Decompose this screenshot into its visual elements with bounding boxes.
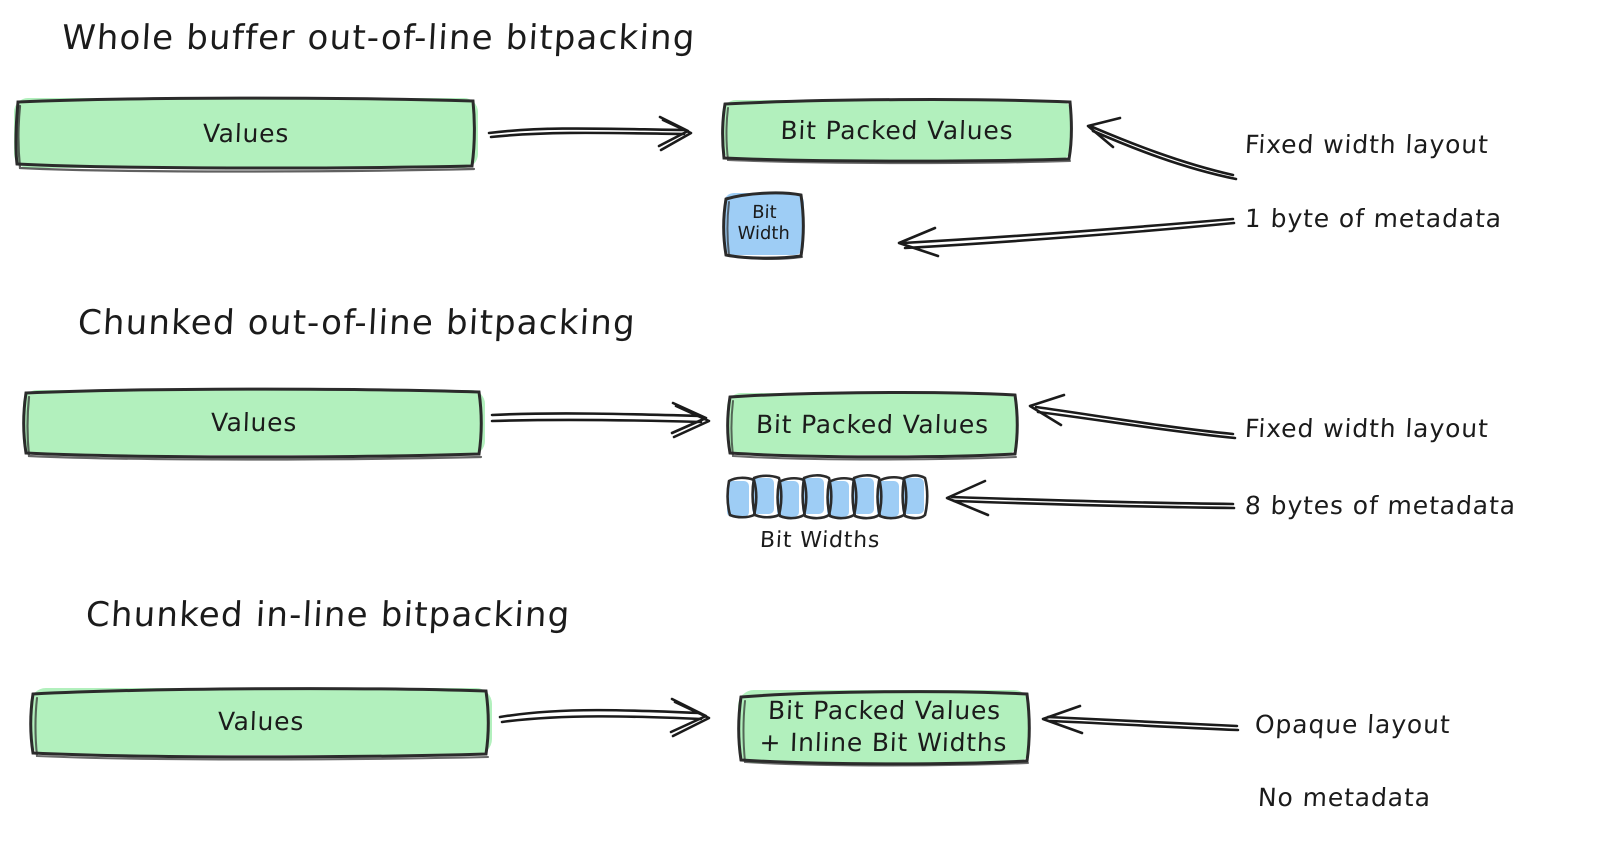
bit-packed-values-box-3-label: Bit Packed Values+ Inline Bit Widths: [737, 695, 1031, 759]
bit-width-chunk-fill: [877, 481, 899, 517]
bit-width-box-1-label-line2: Width: [737, 223, 791, 244]
bit-widths-strip[interactable]: [727, 477, 927, 517]
values-box-1[interactable]: Values: [14, 96, 478, 173]
bit-width-chunk-fill: [777, 481, 799, 517]
values-box-2[interactable]: Values: [22, 387, 485, 461]
annotation-opaque-layout-3: Opaque layout: [1254, 710, 1452, 739]
bit-packed-values-box-1-fill: [722, 100, 1072, 160]
bit-packed-values-box-1[interactable]: Bit Packed Values: [721, 98, 1073, 165]
values-box-2-outline: [22, 387, 483, 461]
leader-fixed-width-2: [1028, 393, 1237, 440]
values-box-1-fill: [14, 98, 478, 168]
bit-width-chunk[interactable]: [827, 481, 849, 517]
bit-packed-values-box-1-outline: [721, 98, 1073, 165]
bit-packed-values-box-2-label: Bit Packed Values: [755, 409, 990, 439]
bit-width-box-1-outline: [722, 191, 805, 261]
bit-width-chunk-fill: [852, 478, 874, 514]
annotation-no-metadata-3: No metadata: [1257, 783, 1432, 812]
bit-packed-values-box-3-fill: [738, 690, 1030, 763]
bit-packed-values-box-3[interactable]: Bit Packed Values+ Inline Bit Widths: [737, 690, 1031, 767]
bit-width-chunk-fill: [827, 481, 849, 517]
annotation-fixed-width-2: Fixed width layout: [1244, 414, 1490, 443]
values-box-1-outline: [14, 96, 476, 173]
bit-width-chunk[interactable]: [727, 481, 749, 517]
values-box-2-fill: [23, 390, 485, 455]
leader-metadata-1: [897, 217, 1236, 258]
arrow-values-to-packed-2: [490, 401, 711, 439]
bit-width-chunk[interactable]: [852, 478, 874, 514]
bit-packed-values-box-2[interactable]: Bit Packed Values: [726, 391, 1019, 461]
values-box-3[interactable]: Values: [29, 687, 492, 761]
leader-fixed-width-1: [1086, 116, 1238, 181]
bit-width-chunk[interactable]: [902, 478, 924, 514]
bit-width-box-1-label-line1: Bit: [751, 202, 777, 224]
section-title-1: Whole buffer out-of-line bitpacking: [60, 18, 697, 58]
values-box-2-label: Values: [210, 408, 298, 437]
bit-width-chunk[interactable]: [802, 478, 824, 514]
annotation-metadata-2: 8 bytes of metadata: [1244, 491, 1517, 520]
arrow-values-to-packed-3: [498, 697, 711, 738]
values-box-3-outline: [29, 687, 490, 761]
bit-width-chunk-fill: [802, 478, 824, 514]
bit-width-chunk-fill: [752, 478, 774, 514]
annotation-fixed-width-1: Fixed width layout: [1244, 130, 1490, 159]
bit-width-chunk[interactable]: [752, 478, 774, 514]
bit-widths-caption: Bit Widths: [759, 528, 881, 553]
bit-packed-values-box-3-label-line1: Bit Packed Values: [767, 695, 1002, 725]
arrow-values-to-packed-1: [487, 115, 693, 152]
values-box-3-fill: [30, 688, 492, 755]
annotation-metadata-1: 1 byte of metadata: [1244, 204, 1503, 233]
bit-width-chunk-fill: [902, 478, 924, 514]
section-title-3: Chunked in-line bitpacking: [84, 595, 572, 635]
bit-width-chunk[interactable]: [877, 481, 899, 517]
leader-opaque-3: [1041, 704, 1240, 735]
bit-width-chunk[interactable]: [777, 481, 799, 517]
bit-packed-values-box-2-fill: [727, 393, 1018, 455]
section-title-2: Chunked out-of-line bitpacking: [76, 303, 637, 343]
values-box-1-label: Values: [202, 118, 290, 148]
leader-metadata-2: [945, 479, 1236, 517]
bit-packed-values-box-1-label: Bit Packed Values: [780, 115, 1014, 145]
bit-packed-values-box-3-label-line2: + Inline Bit Widths: [758, 727, 1008, 757]
bit-width-box-1-fill: [724, 193, 804, 255]
bit-packed-values-box-2-outline: [726, 391, 1019, 461]
bit-width-chunk-fill: [727, 481, 749, 517]
bit-packed-values-box-3-outline: [737, 690, 1031, 767]
values-box-3-label: Values: [217, 707, 305, 736]
